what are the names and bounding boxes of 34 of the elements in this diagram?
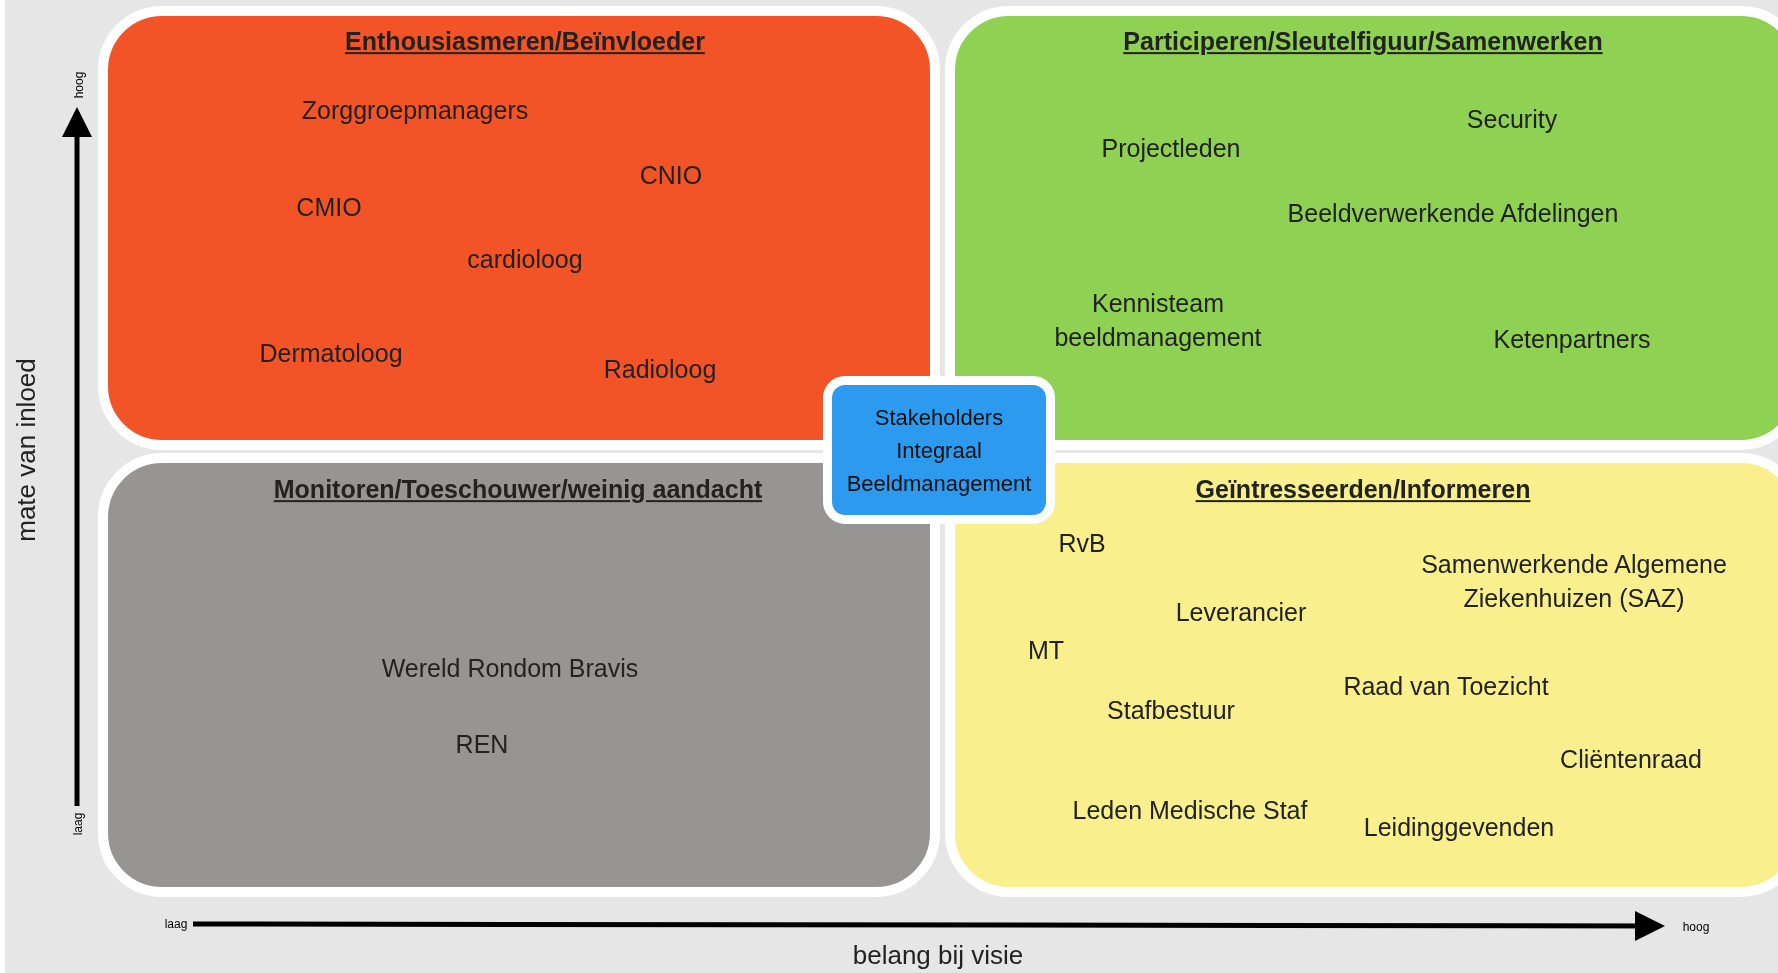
stakeholder-name: CNIO — [639, 160, 703, 192]
center-title: Stakeholders Integraal Beeldmanagement — [845, 403, 1033, 498]
quadrant-title: Enthousiasmeren/Beïnvloeder — [345, 26, 705, 58]
stakeholder-name: Wereld Rondom Bravis — [381, 653, 639, 685]
stakeholder-name: Leidinggevenden — [1363, 812, 1555, 844]
stakeholder-name: Stafbestuur — [1107, 695, 1235, 727]
stakeholder-name: REN — [455, 729, 509, 761]
stakeholder-name: Samenwerkende Algemene Ziekenhuizen (SAZ) — [1420, 549, 1728, 614]
stakeholder-name: Cliëntenraad — [1560, 744, 1702, 776]
stakeholder-name: MT — [1027, 635, 1065, 667]
stakeholder-name: Security — [1466, 104, 1558, 136]
axis-end-label: laag — [164, 916, 188, 933]
stakeholder-name: Leverancier — [1175, 597, 1307, 629]
axis-end-label: laag — [70, 812, 86, 836]
stakeholder-name: Zorggroepmanagers — [301, 95, 529, 127]
stakeholder-name: Ketenpartners — [1493, 324, 1651, 356]
stakeholder-name: Leden Medische Staf — [1072, 795, 1308, 827]
stakeholder-name: Projectleden — [1101, 133, 1241, 165]
stakeholder-name: CMIO — [296, 192, 362, 224]
stakeholder-name: Kennisteam beeldmanagement — [1053, 288, 1263, 353]
axis-title: mate van inloed — [9, 358, 42, 542]
quadrant-title: Participeren/Sleutelfiguur/Samenwerken — [1123, 26, 1603, 58]
stakeholder-name: Beeldverwerkende Afdelingen — [1287, 198, 1619, 230]
quadrant-title: Geïntresseerden/Informeren — [1195, 474, 1531, 506]
center-box — [823, 376, 1055, 524]
stakeholder-name: RvB — [1058, 528, 1106, 560]
axis-title: belang bij visie — [852, 938, 1024, 972]
stakeholder-name: Radioloog — [603, 354, 717, 386]
stakeholder-name: Raad van Toezicht — [1343, 671, 1549, 703]
stakeholder-name: Dermatoloog — [259, 338, 403, 370]
axis-end-label: hoog — [1682, 919, 1710, 936]
quadrant-title: Monitoren/Toeschouwer/weinig aandacht — [273, 474, 763, 506]
axis-end-label: hoog — [71, 71, 87, 99]
stakeholder-name: cardioloog — [467, 244, 583, 276]
